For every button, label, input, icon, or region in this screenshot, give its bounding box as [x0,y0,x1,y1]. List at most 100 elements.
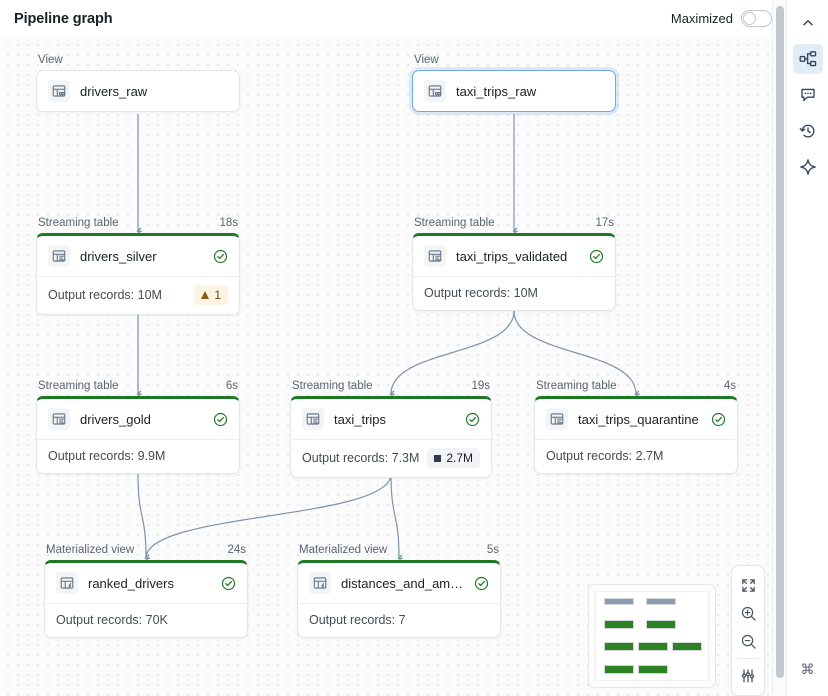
success-check-icon [465,412,480,426]
node-header-row: taxi_trips_quarantine [535,399,737,439]
graph-settings-button[interactable] [734,662,762,690]
node-name: drivers_gold [80,411,151,427]
node-meta: View [412,54,616,66]
success-check-icon [213,412,228,426]
node-header-row: distances_and_amounts_b… [298,563,500,603]
node-header-row: taxi_trips_raw [413,71,615,111]
zoom-in-icon [741,606,756,621]
collapse-panel-button[interactable] [793,8,823,38]
rail-item-assistant[interactable] [793,152,823,182]
minimap-viewport [595,591,709,681]
maximized-toggle[interactable] [741,10,772,27]
minimap-node [604,665,634,674]
sparkle-assistant-icon [799,159,816,175]
success-check-icon [221,576,236,590]
node-duration: 6s [225,380,238,392]
chat-bubble-icon [800,88,815,102]
node-kind-label: Materialized view [46,544,135,556]
node-type-icon-wrap [48,408,70,430]
node-name: taxi_trips_quarantine [578,411,699,427]
node-output-records: Output records: 7.3M [302,451,420,465]
pipeline-graph-icon [799,51,816,67]
node-type-icon-wrap [424,245,446,267]
page-title: Pipeline graph [14,10,113,27]
node-meta: Materialized view 5s [297,544,501,556]
node-type-icon-wrap [302,408,324,430]
node-duration: 18s [219,217,238,229]
command-key-icon: ⌘ [800,661,815,677]
node-footer: Output records: 7 [298,604,500,637]
node-card[interactable]: taxi_trips_raw [412,70,616,112]
streaming-table-icon [52,413,66,425]
node-kind-label: Streaming table [38,380,119,392]
node-kind-label: Streaming table [414,217,495,229]
node-warning-badge[interactable]: 1 [194,285,228,305]
rail-item-comments[interactable] [793,80,823,110]
success-check-icon [589,249,604,263]
zoom-in-button[interactable] [734,599,762,627]
minimap-node [604,620,634,629]
node-kind-label: Materialized view [299,544,388,556]
zoom-out-button[interactable] [734,627,762,655]
node-divider [291,439,491,440]
graph-node-distances_and_amounts[interactable]: Materialized view 5s distances_and_amounts… [297,544,501,638]
right-sidebar: ⌘ [786,0,828,696]
fit-to-screen-button[interactable] [734,571,762,599]
node-type-icon-wrap [309,572,331,594]
node-output-records: Output records: 9.9M [48,449,166,463]
success-check-icon [213,249,228,263]
rail-item-pipeline-graph[interactable] [792,44,823,74]
graph-node-taxi_trips_raw[interactable]: View taxi_trips_raw [412,54,616,112]
node-card[interactable]: drivers_raw [36,70,240,112]
node-type-icon-wrap [424,80,446,102]
minimap[interactable] [588,584,716,688]
vertical-scrollbar-track[interactable] [772,0,786,696]
warning-triangle-icon [201,291,210,299]
node-type-icon-wrap [546,408,568,430]
badge-label: 1 [214,288,221,302]
node-status-icon [589,249,604,264]
node-duration: 4s [723,380,736,392]
node-output-records: Output records: 70K [56,613,168,627]
node-name: taxi_trips [334,411,387,427]
node-divider [535,439,737,440]
square-marker-icon [434,454,442,462]
vertical-scrollbar-thumb[interactable] [776,6,784,678]
node-header-row: ranked_drivers [45,563,247,603]
node-output-records: Output records: 10M [424,286,538,300]
node-type-icon-wrap [56,572,78,594]
node-card[interactable]: distances_and_amounts_b…Output records: … [297,560,501,638]
header-bar: Pipeline graph Maximized [0,0,786,37]
node-status-icon [465,412,480,427]
rail-item-history[interactable] [793,116,823,146]
node-divider [45,603,247,604]
success-check-icon [474,576,489,590]
streaming-table-icon [52,250,66,262]
node-divider [413,276,615,277]
streaming-table-icon [306,413,320,425]
node-count-badge[interactable]: 2.7M [427,448,480,468]
node-output-records: Output records: 2.7M [546,449,664,463]
node-duration: 5s [486,544,499,556]
node-duration: 24s [227,544,246,556]
node-output-records: Output records: 10M [48,288,162,302]
zoom-controls-divider [738,658,758,659]
node-footer: Output records: 70K [45,604,247,637]
node-footer: Output records: 2.7M [535,440,737,473]
node-footer: Output records: 10M [413,277,615,310]
